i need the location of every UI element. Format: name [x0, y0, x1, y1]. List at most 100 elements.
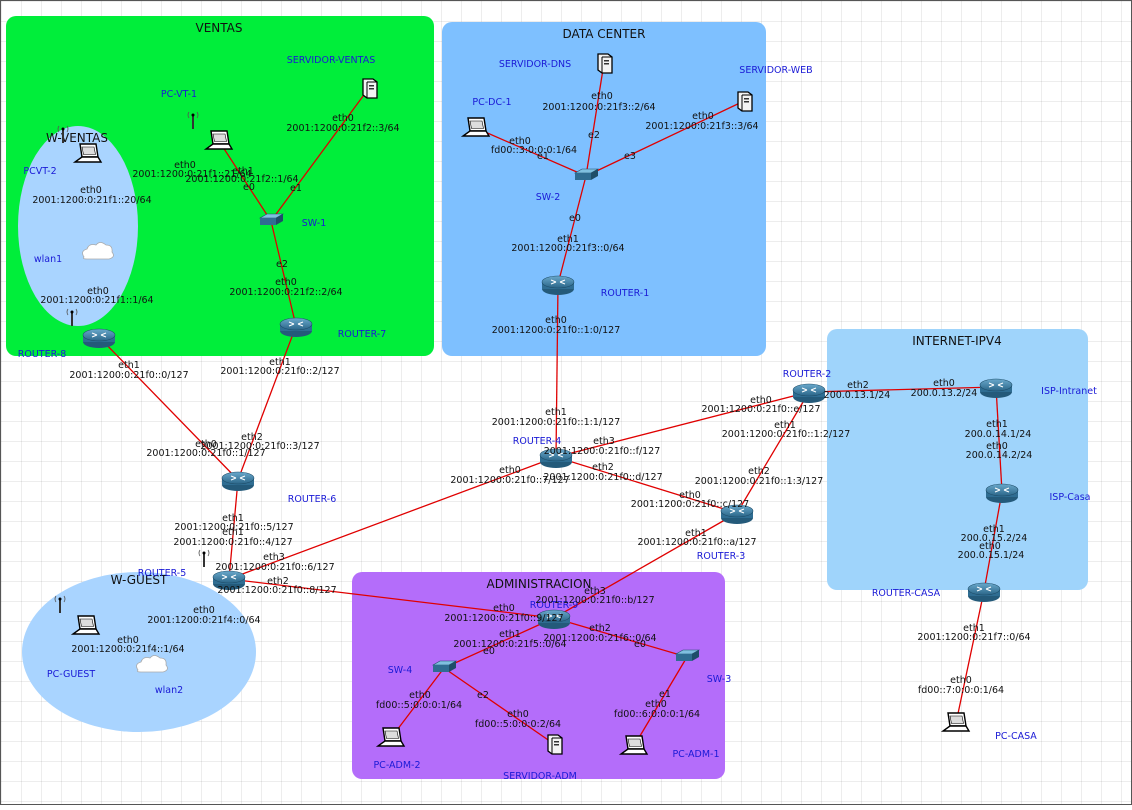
interface-label: eth2 — [748, 466, 770, 477]
interface-label: eth0 — [193, 605, 215, 616]
address-label: fd00::5:0:0:0:2/64 — [475, 719, 561, 730]
address-label: 2001:1200:0:21f0::b/127 — [535, 595, 654, 606]
interface-label: eth0 — [117, 635, 139, 646]
zone-internet — [827, 329, 1088, 590]
port-label: e2 — [276, 259, 288, 270]
device-label: ROUTER-CASA — [872, 588, 941, 599]
interface-label: eth0 — [986, 441, 1008, 452]
address-label: 2001:1200:0:21f6::0/64 — [543, 633, 656, 644]
interface-label: eth0 — [87, 286, 109, 297]
router-icon[interactable] — [541, 275, 575, 296]
interface-label: eth1 — [983, 524, 1005, 535]
address-label: 2001:1200:0:21f3::0/64 — [511, 243, 624, 254]
device-label: ROUTER-4 — [513, 436, 562, 447]
address-label: 2001:1200:0:21f0::4/127 — [173, 537, 292, 548]
server-icon[interactable] — [547, 734, 563, 755]
address-label: fd00::7:0:0:0:1/64 — [918, 685, 1004, 696]
interface-label: eth2 — [267, 576, 289, 587]
device-label: SERVIDOR-WEB — [739, 65, 812, 76]
address-label: 200.0.14.1/24 — [965, 429, 1032, 440]
device-label: SW-2 — [536, 192, 561, 203]
server-icon[interactable] — [737, 91, 753, 112]
interface-label: eth0 — [933, 378, 955, 389]
server-icon[interactable] — [597, 53, 613, 74]
port-label: e1 — [659, 689, 671, 700]
port-label: e0 — [243, 182, 255, 193]
interface-label: eth1 — [118, 360, 140, 371]
interface-label: eth1 — [499, 629, 521, 640]
router-icon[interactable] — [979, 378, 1013, 399]
address-label: fd00::3:0:0:0:1/64 — [491, 145, 577, 156]
device-label: ROUTER-2 — [783, 369, 832, 380]
zone-datacenter-title: DATA CENTER — [563, 27, 646, 41]
address-label: 2001:1200:0:21f0::f/127 — [544, 446, 661, 457]
address-label: 2001:1200:0:21f5::0/64 — [453, 639, 566, 650]
interface-label: eth0 — [493, 603, 515, 614]
address-label: 2001:1200:0:21f0::a/127 — [637, 537, 756, 548]
interface-label: eth1 — [222, 513, 244, 524]
address-label: 2001:1200:0:21f2::3/64 — [286, 123, 399, 134]
device-label: ROUTER-6 — [288, 494, 337, 505]
interface-label: eth0 — [979, 541, 1001, 552]
interface-label: eth0 — [591, 91, 613, 102]
device-label: SERVIDOR-VENTAS — [287, 55, 376, 66]
device-label: PC-ADM-1 — [672, 749, 719, 760]
device-label: PC-GUEST — [47, 669, 95, 680]
device-label: ROUTER-7 — [338, 329, 387, 340]
interface-label: eth0 — [679, 490, 701, 501]
device-label: SW-3 — [707, 674, 732, 685]
router-icon[interactable] — [82, 328, 116, 349]
interface-label: eth0 — [545, 315, 567, 326]
address-label: 2001:1200:0:21f3::2/64 — [542, 102, 655, 113]
interface-label: eth0 — [950, 675, 972, 686]
port-label: e1 — [537, 151, 549, 162]
interface-label: eth0 — [645, 699, 667, 710]
address-label: 2001:1200:0:21f0::1:0/127 — [492, 325, 621, 336]
device-labels: SERVIDOR-VENTAS PC-VT-1 PCVT-2 wlan1 SW-… — [18, 55, 1097, 782]
address-label: 2001:1200:0:21f3::3/64 — [645, 121, 758, 132]
address-label: 2001:1200:0:21f7::0/64 — [917, 632, 1030, 643]
device-label: wlan2 — [155, 685, 183, 696]
router-icon[interactable] — [792, 383, 826, 404]
zone-datacenter — [442, 22, 766, 356]
interface-labels: eth0 2001:1200:0:21f2::3/64 eth0 2001:12… — [32, 91, 1032, 730]
address-label: 2001:1200:0:21f2::2/64 — [229, 287, 342, 298]
server-icon[interactable] — [362, 78, 378, 99]
router-icon[interactable] — [985, 483, 1019, 504]
interface-label: eth0 — [195, 439, 217, 450]
interface-label: eth0 — [507, 709, 529, 720]
address-label: 2001:1200:0:21f0::6/127 — [215, 562, 334, 573]
router-icon[interactable] — [967, 582, 1001, 603]
address-label: 2001:1200:0:21f0::9/127 — [444, 613, 563, 624]
address-label: 200.0.15.1/24 — [958, 550, 1025, 561]
device-label: wlan1 — [34, 254, 62, 265]
interface-label: eth0 — [275, 277, 297, 288]
address-label: 2001:1200:0:21f1::21/64 — [132, 169, 251, 180]
address-label: fd00::5:0:0:0:1/64 — [376, 700, 462, 711]
address-label: 200.0.13.1/24 — [824, 390, 891, 401]
interface-label: eth1 — [774, 420, 796, 431]
zone-wguest-title: W-GUEST — [111, 573, 168, 587]
port-label: e2 — [477, 690, 489, 701]
interface-label: eth1 — [685, 528, 707, 539]
interface-label: eth1 — [269, 357, 291, 368]
router-icon[interactable] — [279, 317, 313, 338]
interface-label: eth0 — [509, 136, 531, 147]
interface-label: eth1 — [232, 166, 254, 177]
port-label: e1 — [290, 183, 302, 194]
address-label: fd00::6:0:0:0:1/64 — [614, 709, 700, 720]
interface-label: eth0 — [750, 395, 772, 406]
laptop-icon[interactable] — [942, 712, 970, 732]
address-label: 2001:1200:0:21f0::3/127 — [200, 441, 319, 452]
address-label: 2001:1200:0:21f4::0/64 — [147, 615, 260, 626]
port-label: e2 — [588, 130, 600, 141]
router-icon[interactable] — [221, 471, 255, 492]
device-label: ROUTER-8 — [18, 349, 67, 360]
device-label: ROUTER-5 — [138, 568, 187, 579]
address-label: 2001:1200:0:21f0::5/127 — [174, 522, 293, 533]
address-label: 2001:1200:0:21f0::1/127 — [146, 448, 265, 459]
interface-label: eth2 — [241, 432, 263, 443]
device-label: PC-ADM-2 — [373, 760, 420, 771]
